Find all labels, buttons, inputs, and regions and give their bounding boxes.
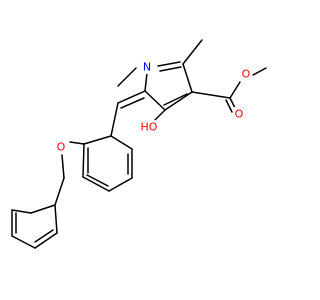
atom-label-layer: N HO O O O [55, 60, 252, 154]
bond [182, 39, 203, 65]
carbonyl-oxygen-label: O [235, 108, 244, 121]
bond [117, 67, 137, 87]
bond-layer [11, 39, 267, 249]
bond [86, 174, 109, 187]
atom-ester-ether-oxygen: O [240, 67, 252, 81]
bond [144, 90, 166, 111]
bond [11, 209, 32, 214]
ester-oxygen-label: O [242, 68, 251, 81]
bond [191, 91, 231, 99]
hydroxyl-label: HO [141, 121, 158, 134]
atom-benzyl-ether-oxygen: O [55, 140, 67, 154]
bond [108, 177, 133, 192]
bond [54, 204, 58, 234]
bond [229, 81, 241, 99]
label-background [240, 67, 252, 81]
bond [82, 143, 85, 178]
atom-ester-carbonyl-oxygen: O [233, 107, 245, 121]
bond [61, 154, 65, 179]
bond [11, 235, 36, 249]
bond [120, 97, 145, 109]
bond [252, 67, 267, 76]
atom-hydroxyl: HO [139, 120, 159, 134]
bond [144, 72, 148, 92]
bond [54, 177, 65, 206]
nitrogen-label: N [143, 61, 151, 74]
bond [83, 135, 112, 145]
bond [117, 90, 146, 104]
bond [164, 91, 193, 111]
bond [157, 61, 181, 67]
bond [154, 109, 166, 121]
bond [163, 93, 188, 106]
ether-oxygen-label: O [57, 141, 66, 154]
label-background [55, 140, 67, 154]
label-background [141, 60, 153, 74]
bond [34, 232, 58, 249]
bond [34, 229, 54, 243]
bond [182, 63, 193, 93]
label-background [139, 120, 159, 134]
label-background [233, 107, 245, 121]
bond [110, 102, 119, 137]
bond [69, 141, 85, 145]
bond [30, 204, 56, 214]
molecule-structure: N HO O O O [11, 39, 267, 249]
atom-nitrogen: N [141, 60, 153, 74]
bond [159, 66, 182, 72]
bond [110, 135, 133, 150]
bond [82, 176, 110, 192]
bond [225, 99, 233, 113]
